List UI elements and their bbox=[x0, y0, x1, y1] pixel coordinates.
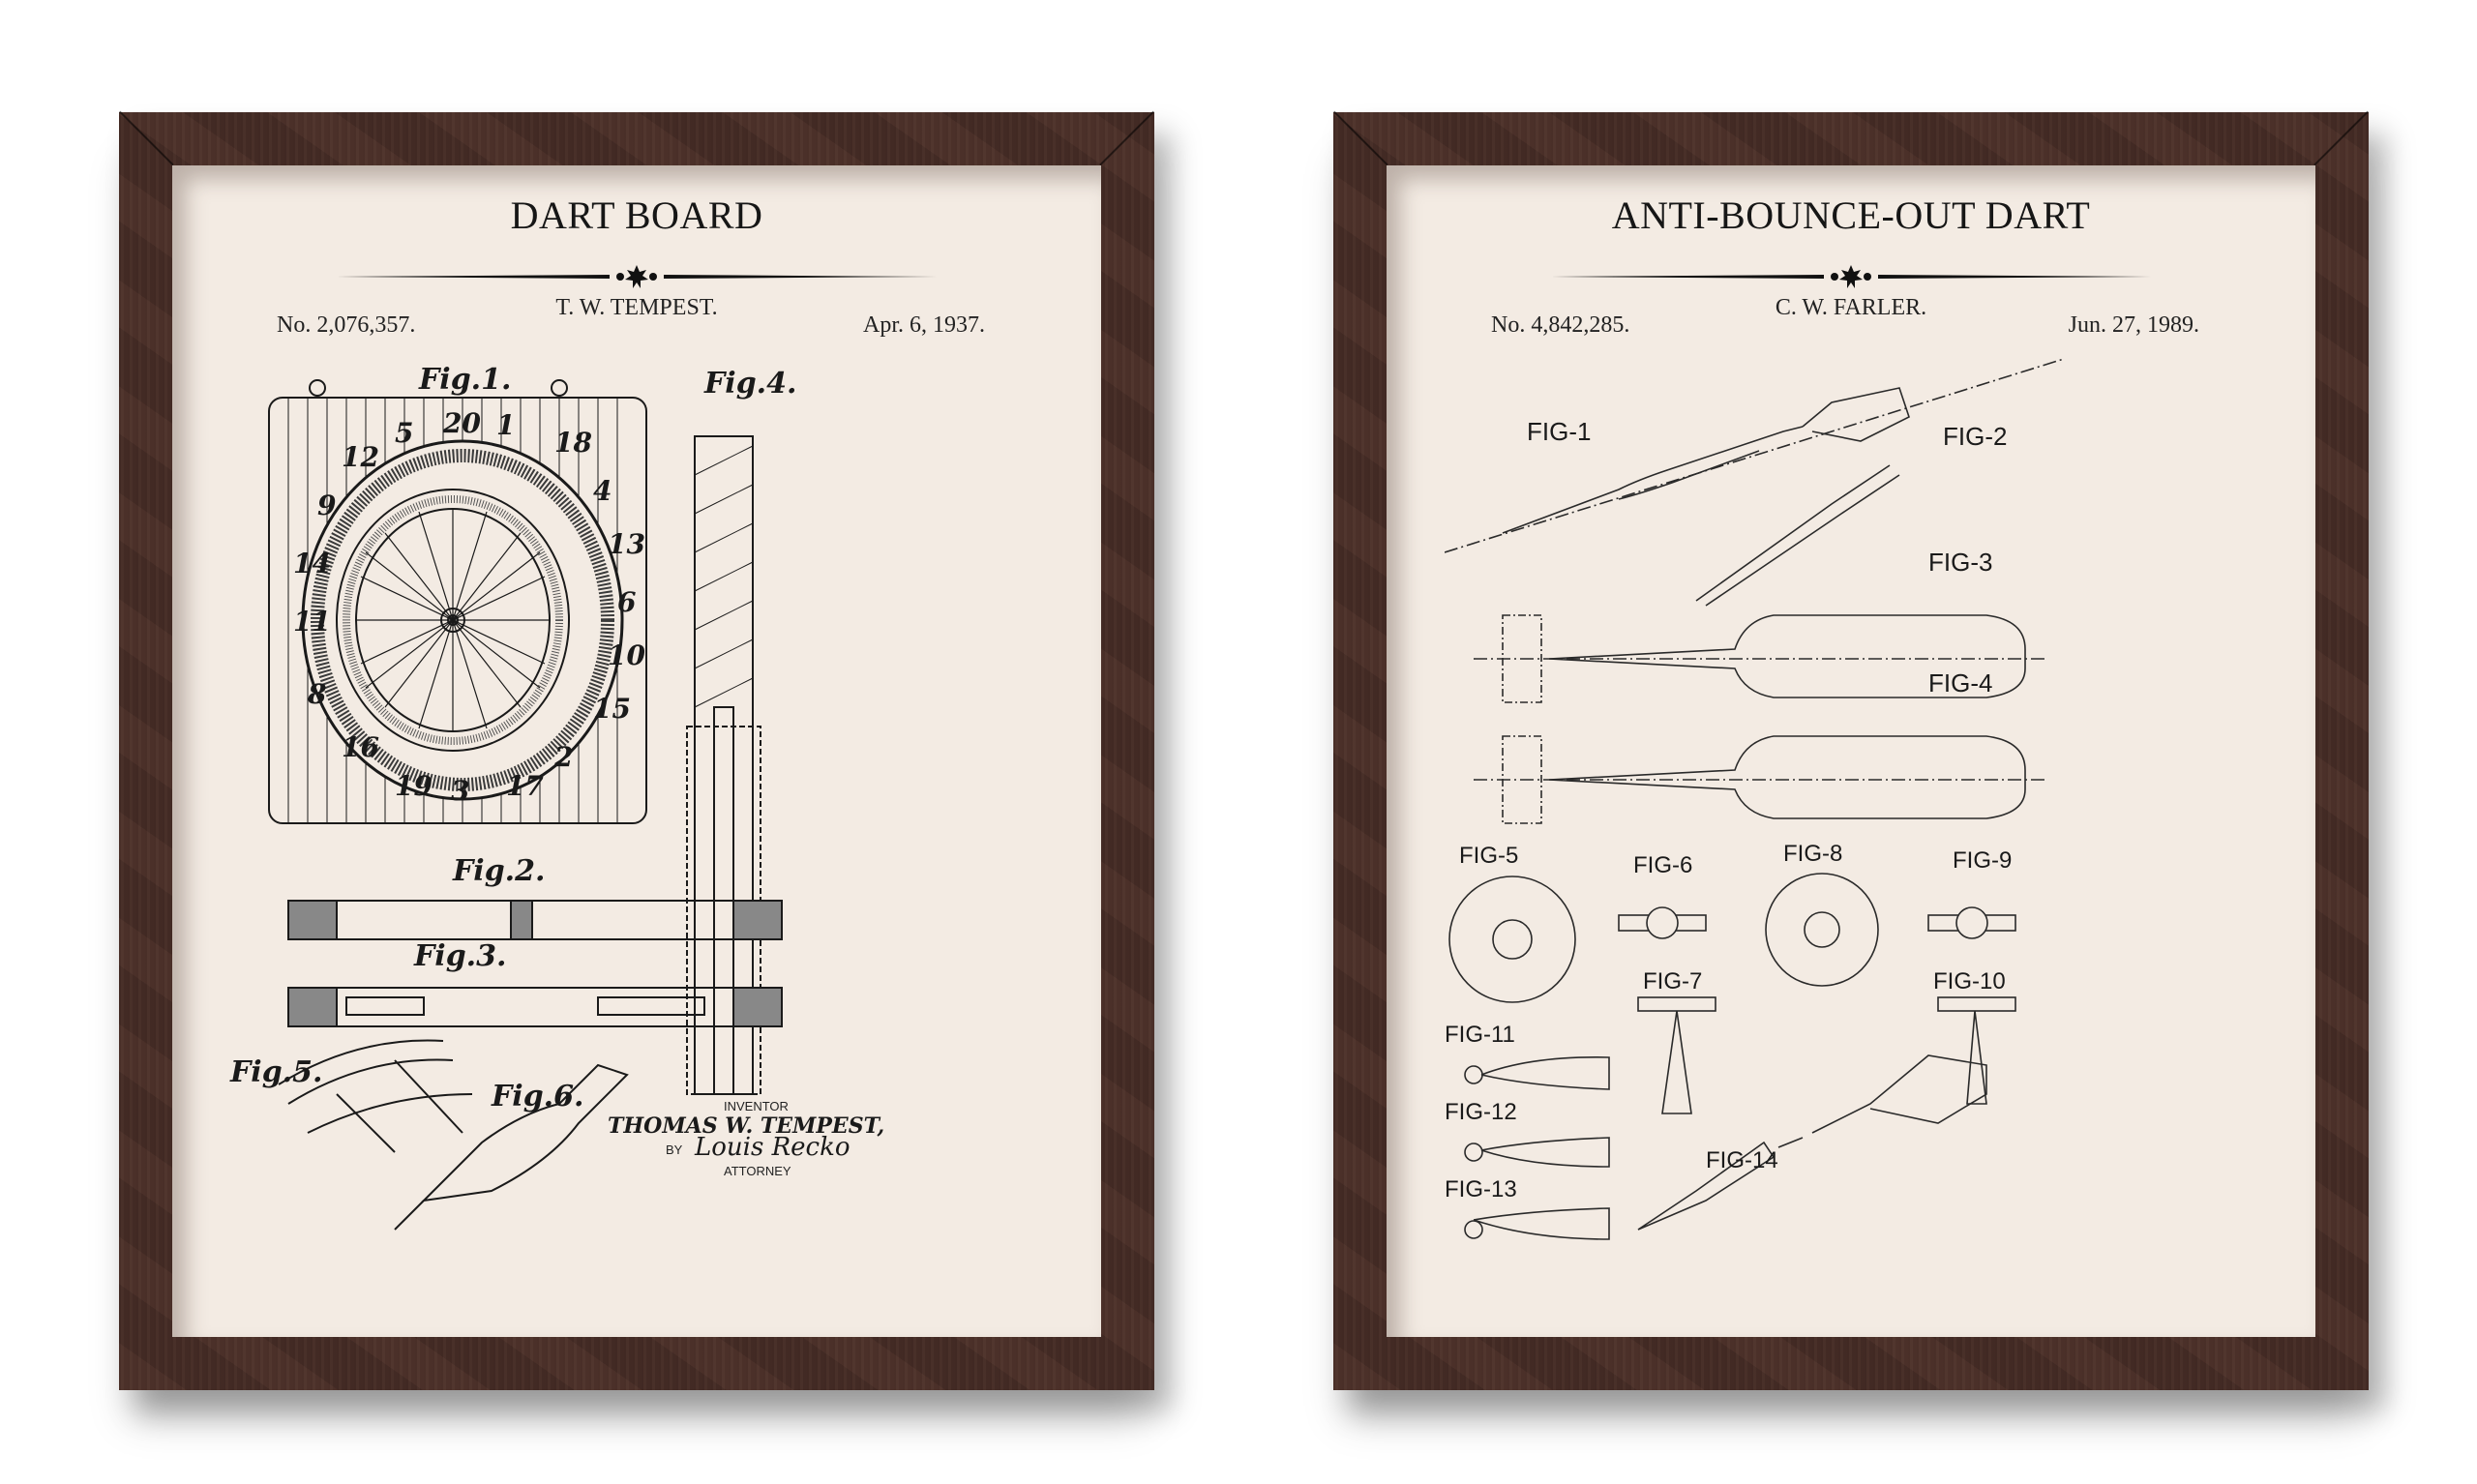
figure-label: FIG-11 bbox=[1445, 1022, 1515, 1048]
figure-label: FIG-8 bbox=[1783, 841, 1843, 867]
figure-label: FIG-10 bbox=[1933, 968, 2006, 994]
figure-label: FIG-5 bbox=[1459, 843, 1519, 869]
star-divider-icon bbox=[1551, 265, 2151, 288]
board-number: 3 bbox=[451, 775, 470, 807]
print-title: DART BOARD bbox=[510, 193, 763, 237]
board-number: 8 bbox=[308, 678, 327, 710]
dart-diagram-icon bbox=[1444, 358, 2065, 1240]
board-number: 13 bbox=[608, 528, 645, 560]
board-number: 15 bbox=[593, 693, 631, 725]
patent-date: Apr. 6, 1937. bbox=[863, 312, 985, 338]
board-number: 16 bbox=[342, 731, 379, 763]
frame-miter bbox=[2313, 110, 2369, 166]
board-number: 11 bbox=[293, 606, 331, 638]
attorney-signature: Louis Recko bbox=[695, 1133, 851, 1162]
attorney-label: ATTORNEY bbox=[724, 1164, 791, 1178]
figure-label: FIG-13 bbox=[1445, 1176, 1517, 1202]
frame-miter bbox=[119, 110, 174, 166]
board-number: 1 bbox=[496, 409, 516, 441]
frame-miter bbox=[1333, 110, 1388, 166]
patent-number: No. 2,076,357. bbox=[277, 312, 416, 338]
board-number: 18 bbox=[554, 427, 592, 459]
patent-number: No. 4,842,285. bbox=[1491, 312, 1630, 338]
figure-label: FIG-1 bbox=[1527, 417, 1592, 446]
picture-frame-dart-board: DART BOARD T. W. TEMPEST. No. 2,076,357.… bbox=[119, 110, 1154, 1390]
board-number: 19 bbox=[395, 770, 433, 802]
inventor-name: T. W. TEMPEST. bbox=[555, 295, 718, 320]
picture-frame-anti-bounce-out-dart: ANTI-BOUNCE-OUT DART C. W. FARLER. No. 4… bbox=[1333, 110, 2369, 1390]
figure-label: Fig.1. bbox=[419, 363, 512, 397]
ornamental-divider bbox=[172, 262, 1101, 291]
board-number: 5 bbox=[395, 417, 414, 449]
print-title: ANTI-BOUNCE-OUT DART bbox=[1611, 193, 2091, 237]
by-label: BY bbox=[666, 1143, 683, 1157]
board-number: 6 bbox=[617, 586, 637, 618]
print-mat: ANTI-BOUNCE-OUT DART C. W. FARLER. No. 4… bbox=[1387, 165, 2315, 1337]
board-number: 4 bbox=[593, 475, 612, 507]
figure-label: FIG-9 bbox=[1953, 847, 2013, 874]
figure-label: Fig.5. bbox=[230, 1055, 323, 1089]
inventor-label: INVENTOR bbox=[724, 1099, 789, 1113]
patent-drawing-dartboard: Fig.1. Fig.4. Fig.2. Fig.3. Fig.5. Fig.6… bbox=[230, 359, 1043, 1318]
ornamental-divider bbox=[1387, 262, 2315, 291]
patent-drawing-dart: FIG-1 FIG-2 FIG-3 FIG-4 FIG-5 FIG-6 FIG-… bbox=[1444, 358, 2257, 1318]
board-number: 10 bbox=[608, 639, 645, 671]
figure-label: Fig.6. bbox=[492, 1080, 584, 1113]
board-number: 20 bbox=[443, 407, 481, 439]
board-number: 12 bbox=[342, 441, 379, 473]
figure-label: FIG-14 bbox=[1706, 1147, 1778, 1173]
figure-label: FIG-12 bbox=[1445, 1099, 1517, 1125]
patent-date: Jun. 27, 1989. bbox=[2068, 312, 2199, 338]
figure-label: FIG-6 bbox=[1633, 852, 1693, 878]
figure-label: Fig.2. bbox=[453, 854, 546, 888]
star-divider-icon bbox=[337, 265, 937, 288]
board-number: 9 bbox=[317, 490, 337, 521]
figure-label: FIG-7 bbox=[1643, 968, 1703, 994]
figure-label: Fig.3. bbox=[414, 939, 507, 973]
board-number: 17 bbox=[506, 770, 544, 802]
frame-miter bbox=[1099, 110, 1154, 166]
dartboard-diagram-icon bbox=[268, 379, 783, 1231]
board-number: 2 bbox=[554, 741, 574, 773]
figure-label: FIG-2 bbox=[1943, 422, 2008, 451]
board-number: 14 bbox=[293, 548, 331, 579]
figure-label: FIG-3 bbox=[1928, 548, 1993, 577]
inventor-name: C. W. FARLER. bbox=[1775, 295, 1927, 320]
figure-label: FIG-4 bbox=[1928, 668, 1993, 697]
figure-label: Fig.4. bbox=[704, 367, 797, 401]
inventor-signature: THOMAS W. TEMPEST, bbox=[608, 1113, 885, 1139]
print-mat: DART BOARD T. W. TEMPEST. No. 2,076,357.… bbox=[172, 165, 1101, 1337]
